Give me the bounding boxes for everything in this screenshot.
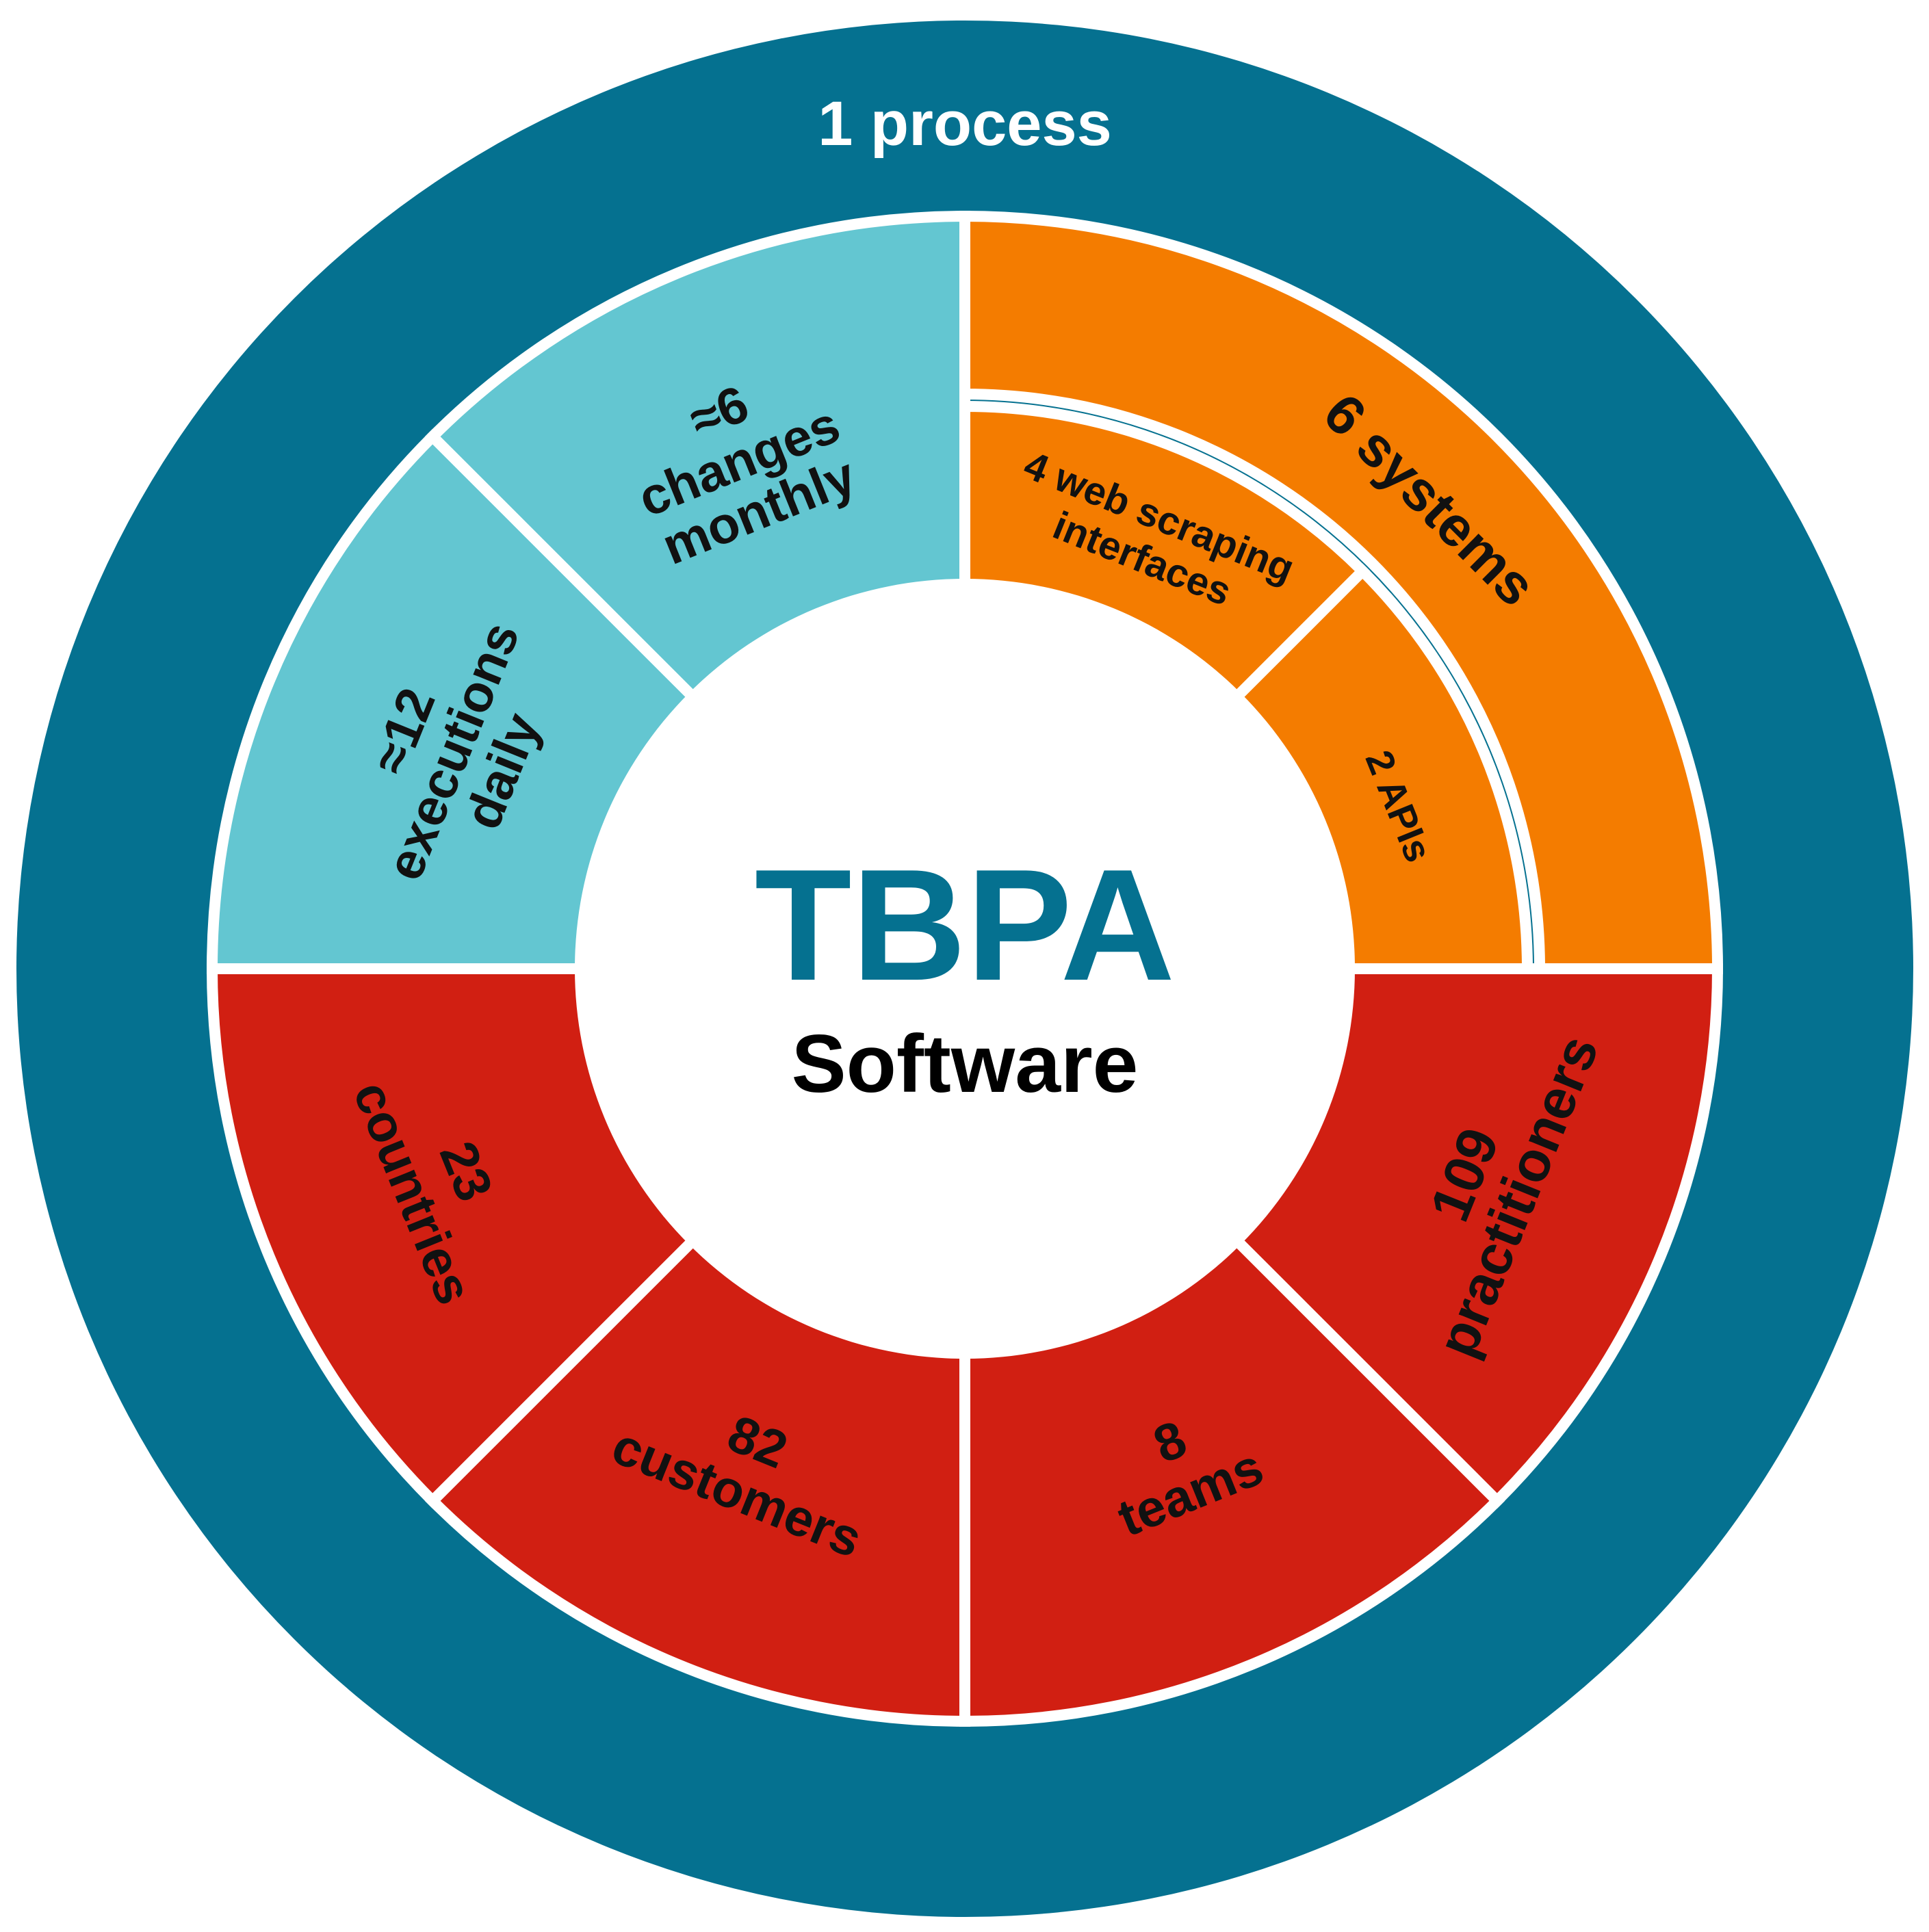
center-disc	[575, 579, 1355, 1359]
segment-systems	[959, 210, 1724, 974]
outer-process-label: 1 process	[818, 89, 1112, 159]
center-title: TBPA	[755, 837, 1175, 1014]
center-subtitle: Software	[792, 1018, 1139, 1110]
